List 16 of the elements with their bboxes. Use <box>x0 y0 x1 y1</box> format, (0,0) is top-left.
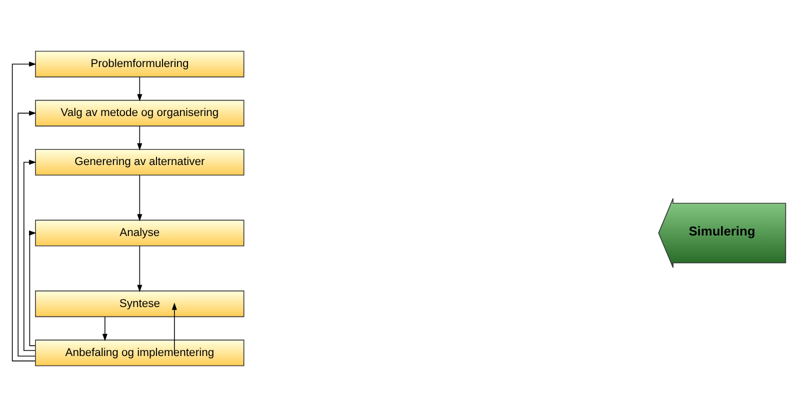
node-box: Analyse <box>35 219 244 246</box>
node-box: Valg av metode og organisering <box>35 99 244 126</box>
node-box: Syntese <box>35 290 244 317</box>
arrow <box>12 61 36 361</box>
node-box: Problemformulering <box>35 50 244 77</box>
arrow <box>24 159 36 350</box>
arrow <box>172 302 177 353</box>
arrow <box>137 174 142 221</box>
node-box: Anbefaling og implementering <box>35 339 244 366</box>
arrow <box>137 125 142 150</box>
arrow <box>102 316 108 341</box>
arrow <box>18 110 36 356</box>
arrow <box>29 230 36 346</box>
arrow <box>137 76 142 101</box>
node-box: Generering av alternativer <box>35 148 244 176</box>
arrow <box>137 245 142 292</box>
